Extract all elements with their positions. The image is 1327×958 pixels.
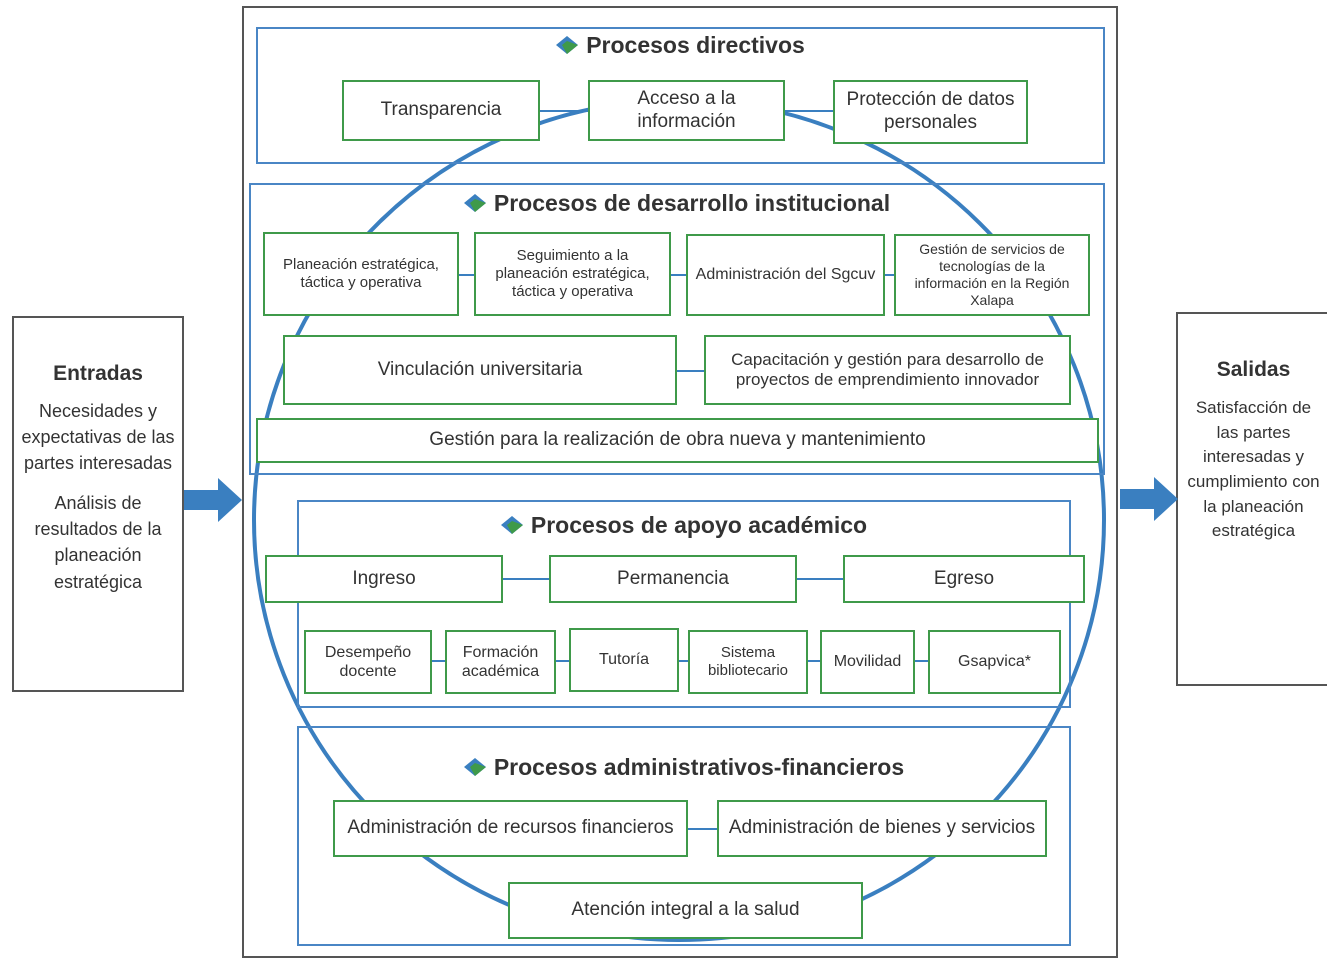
connector [807, 660, 821, 662]
section-admin [297, 726, 1071, 946]
diamond-icon [556, 36, 579, 54]
title-directivos-text: Procesos directivos [586, 31, 805, 58]
connector [503, 578, 551, 580]
connector [678, 660, 690, 662]
section-apoyo [297, 500, 1071, 708]
box-bienes-servicios: Administración de bienes y servicios [717, 800, 1047, 857]
box-movilidad: Movilidad [820, 630, 915, 694]
title-apoyo-text: Procesos de apoyo académico [530, 511, 868, 538]
title-desarrollo-text: Procesos de desarrollo institucional [493, 189, 891, 216]
box-capacitacion-emprendimiento: Capacitación y gestión para desarrollo d… [704, 335, 1071, 405]
box-proteccion-datos: Protección de datos personales [833, 80, 1028, 144]
box-atencion-salud: Atención integral a la salud [508, 882, 863, 939]
diamond-icon [463, 758, 486, 776]
connector [670, 274, 688, 276]
connector [458, 274, 476, 276]
connector [676, 370, 706, 372]
connector [884, 274, 896, 276]
box-vinculacion-universitaria: Vinculación universitaria [283, 335, 677, 405]
connector [688, 828, 718, 830]
box-planeacion-estrategica: Planeación estratégica, táctica y operat… [263, 232, 459, 316]
inputs-analysis-text: Análisis de resultados de la planeación … [34, 493, 162, 592]
box-permanencia: Permanencia [549, 555, 797, 603]
output-arrow-icon [1120, 477, 1178, 521]
box-gestion-servicios-ti: Gestión de servicios de tecnologías de l… [894, 234, 1090, 316]
box-transparencia: Transparencia [342, 80, 540, 141]
box-obra-nueva-mantenimiento: Gestión para la realización de obra nuev… [256, 418, 1099, 463]
box-egreso: Egreso [843, 555, 1085, 603]
outputs-text: Satisfacción de las partes interesadas y… [1187, 398, 1320, 541]
input-arrow-icon [184, 478, 242, 522]
box-formacion-academica: Formación académica [445, 630, 556, 694]
section-desarrollo [249, 183, 1105, 475]
title-admin: Procesos administrativos-financieros [297, 752, 1071, 782]
connector [555, 660, 571, 662]
box-acceso-informacion: Acceso a la información [588, 80, 785, 141]
connector [797, 578, 845, 580]
box-ingreso: Ingreso [265, 555, 503, 603]
connector [914, 660, 930, 662]
box-desempeno-docente: Desempeño docente [304, 630, 432, 694]
title-directivos: Procesos directivos [256, 30, 1105, 60]
inputs-panel: Entradas Necesidades y expectativas de l… [12, 316, 184, 692]
diamond-icon [463, 194, 486, 212]
connector [785, 110, 835, 112]
outputs-panel: Salidas Satisfacción de las partes inter… [1176, 312, 1327, 686]
box-seguimiento-planeacion: Seguimiento a la planeación estratégica,… [474, 232, 671, 316]
box-tutoria: Tutoría [569, 628, 679, 692]
connector [540, 110, 590, 112]
box-recursos-financieros: Administración de recursos financieros [333, 800, 688, 857]
inputs-title: Entradas [53, 362, 143, 385]
connector [432, 660, 446, 662]
title-admin-text: Procesos administrativos-financieros [493, 753, 905, 780]
inputs-needs-text: Necesidades y expectativas de las partes… [21, 401, 175, 474]
diamond-icon [500, 516, 523, 534]
box-sistema-bibliotecario: Sistema bibliotecario [688, 630, 808, 694]
box-gsapvica: Gsapvica* [928, 630, 1061, 694]
section-directivos [256, 27, 1105, 164]
title-apoyo: Procesos de apoyo académico [297, 510, 1071, 540]
box-administracion-sgcuv: Administración del Sgcuv [686, 234, 885, 316]
title-desarrollo: Procesos de desarrollo institucional [249, 188, 1105, 218]
outputs-title: Salidas [1216, 358, 1291, 381]
